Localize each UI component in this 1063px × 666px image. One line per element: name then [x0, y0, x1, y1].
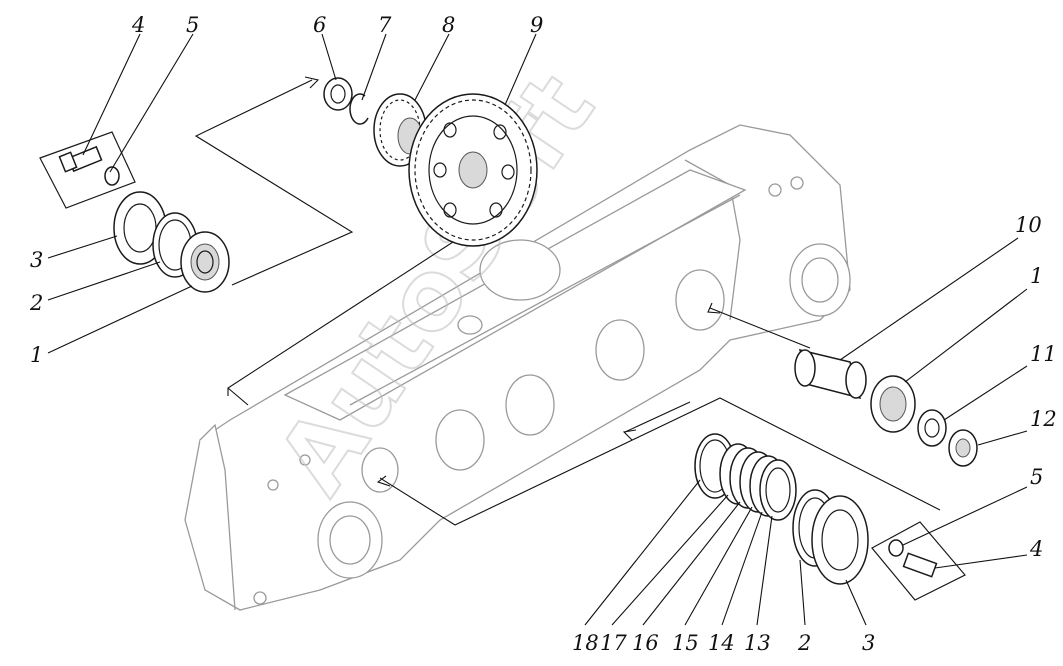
callout-13: 13: [744, 631, 771, 655]
right-cover-group: [792, 489, 966, 601]
callout-14: 14: [708, 631, 735, 655]
washer-5-left: [104, 166, 120, 186]
bolt-4-right: [902, 552, 938, 578]
callout-16: 16: [632, 631, 659, 655]
callout-5-right: 5: [1030, 465, 1043, 489]
callouts-bottom: 18 17 16 15 14 13 2 3: [572, 631, 875, 655]
lock-washer-11: [917, 409, 947, 447]
callout-10: 10: [1015, 213, 1042, 237]
seal-6: [323, 77, 353, 111]
housing: [184, 124, 851, 611]
callout-3-left: 3: [30, 248, 43, 272]
callout-9: 9: [530, 13, 543, 37]
bolt-4-left: [58, 145, 103, 173]
callout-4-right: 4: [1029, 537, 1043, 561]
left-cover-group: [39, 131, 230, 293]
large-gear-9: [408, 93, 538, 247]
callouts-top-left: 4 5 6 7 8 9: [131, 13, 543, 37]
callout-12: 12: [1030, 407, 1057, 431]
callout-3-bottom: 3: [862, 631, 875, 655]
snap-ring-7: [349, 93, 369, 125]
shaft-group: [794, 348, 978, 467]
assembly-lines: [194, 76, 941, 526]
gear-group: [323, 77, 538, 247]
callout-1-left: 1: [30, 343, 43, 367]
callout-5-top: 5: [186, 13, 199, 37]
ring-group: [694, 433, 797, 521]
callout-18: 18: [572, 631, 599, 655]
washer-5-right: [888, 539, 904, 557]
callout-7: 7: [378, 13, 392, 37]
callout-11: 11: [1030, 342, 1057, 366]
callout-6: 6: [313, 13, 326, 37]
cover-3-right: [811, 495, 869, 585]
callout-1-right: 1: [1030, 264, 1043, 288]
callout-2-bottom: 2: [797, 631, 811, 655]
callout-4-top: 4: [131, 13, 145, 37]
callouts-right: 10 1 11 12 5 4: [1015, 213, 1057, 561]
callout-8: 8: [442, 13, 455, 37]
leader-lines: [47, 33, 1028, 626]
callout-15: 15: [672, 631, 699, 655]
callout-17: 17: [600, 631, 627, 655]
callout-2-left: 2: [29, 291, 43, 315]
callouts-left: 3 2 1: [29, 248, 43, 367]
